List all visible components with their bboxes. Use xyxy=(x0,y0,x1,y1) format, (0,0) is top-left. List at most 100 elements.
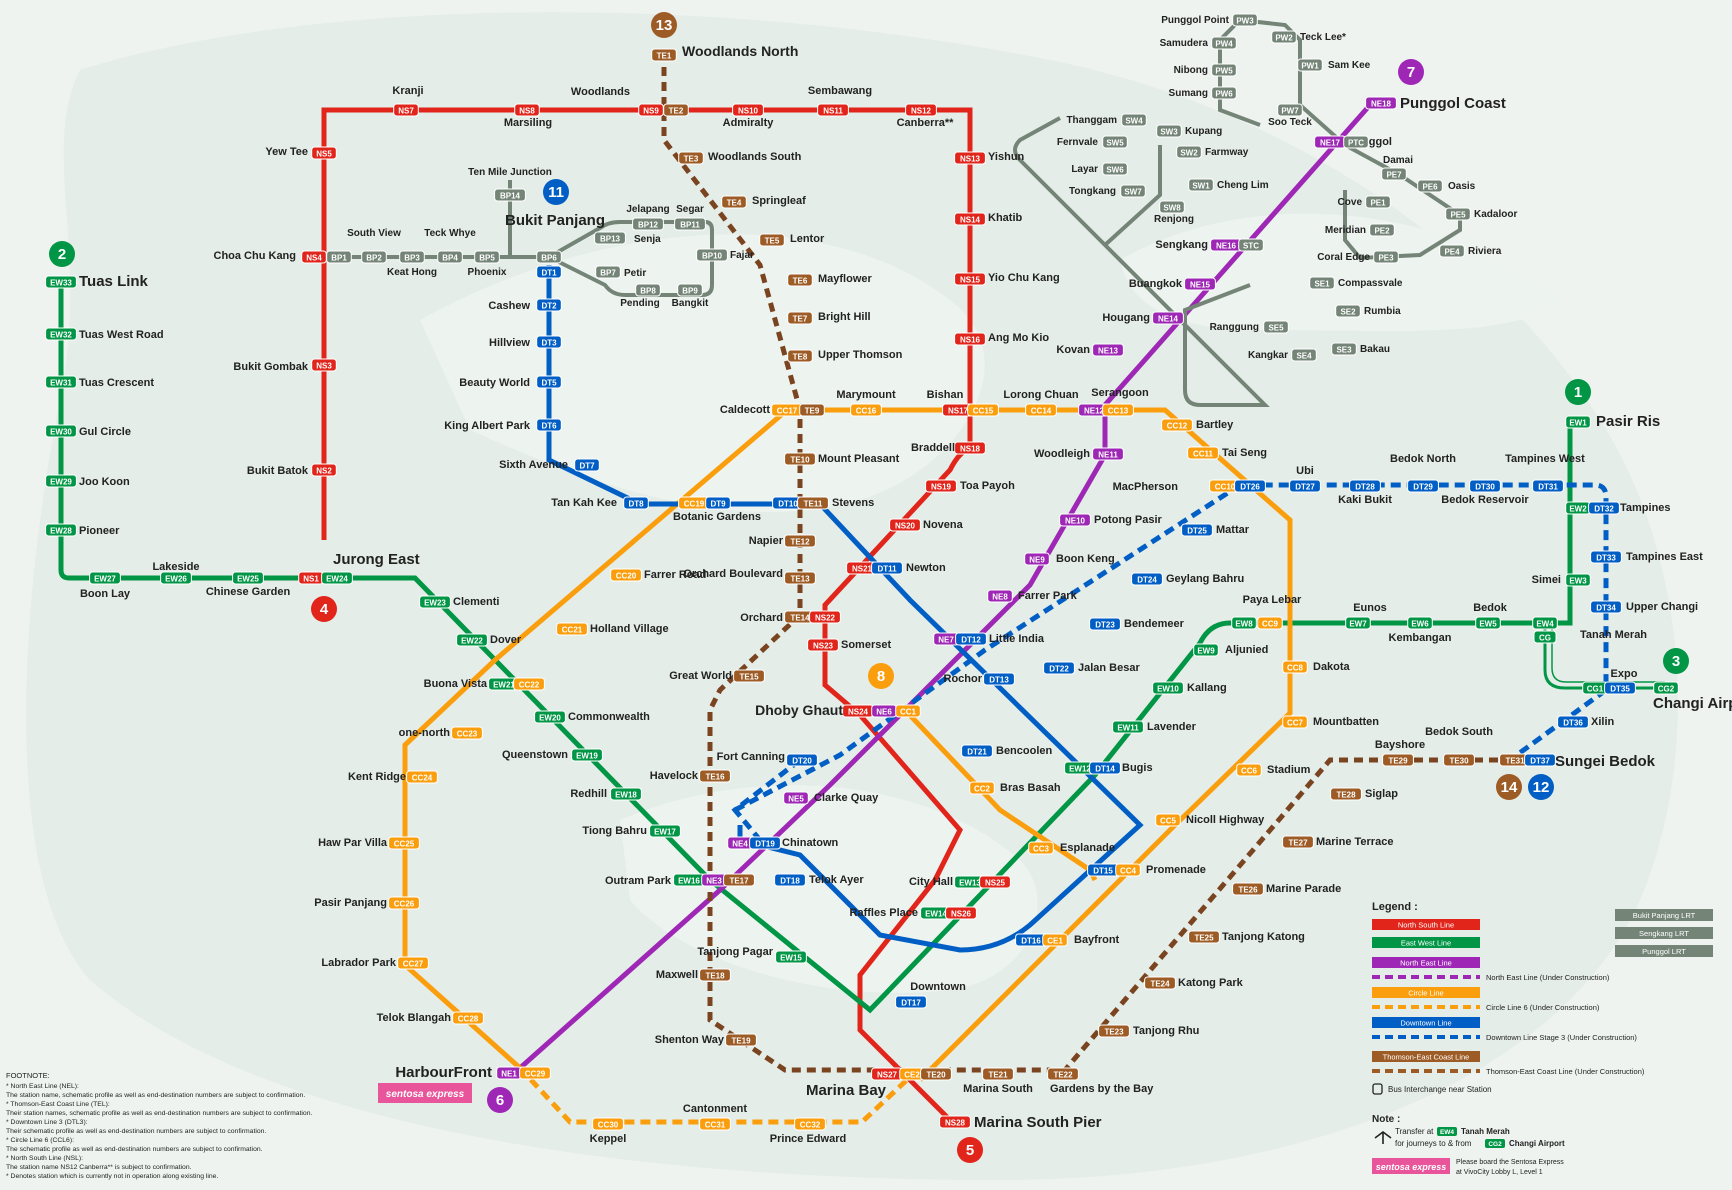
station-code: SE2 xyxy=(1340,308,1356,317)
station-name: Dhoby Ghaut xyxy=(755,702,843,718)
station-name: Sumang xyxy=(1169,88,1208,99)
station-code-pill xyxy=(809,610,841,624)
station-code: NE18 xyxy=(1371,100,1392,109)
station-code-pill xyxy=(1184,277,1216,291)
station-code: NS22 xyxy=(815,614,836,623)
station-code: NS25 xyxy=(985,879,1006,888)
station-code: NS26 xyxy=(951,910,972,919)
station-name: City Hall xyxy=(909,876,953,888)
station-code: DT26 xyxy=(1240,483,1260,492)
station-code: TE31 xyxy=(1505,757,1525,766)
legend-construction-label: Downtown Line Stage 3 (Under Constructio… xyxy=(1486,1033,1637,1042)
station-code-pill xyxy=(699,769,731,783)
station-code: DT13 xyxy=(989,676,1009,685)
station-code-pill xyxy=(397,956,429,970)
station-code: TE9 xyxy=(805,407,820,416)
station-code: TE24 xyxy=(1150,980,1170,989)
station-code: TE15 xyxy=(739,673,759,682)
station-name: Compassvale xyxy=(1338,278,1403,289)
station-code-pill xyxy=(1445,207,1471,221)
station-s73b: CC22 xyxy=(513,677,545,691)
station-code: DT9 xyxy=(710,500,726,509)
station-code: EW9 xyxy=(1197,647,1215,656)
station-name: Caldecott xyxy=(720,404,770,416)
station-name: Kranji xyxy=(392,85,423,97)
station-code-pill xyxy=(610,787,642,801)
station-code: EW6 xyxy=(1411,620,1429,629)
station-code-pill xyxy=(536,375,562,389)
legend-construction-label: Circle Line 6 (Under Construction) xyxy=(1486,1003,1600,1012)
station-code: NE7 xyxy=(938,636,954,645)
legend-item-label: Thomson-East Coast Line xyxy=(1383,1053,1470,1062)
legend-lrt-label: Bukit Panjang LRT xyxy=(1633,911,1696,920)
station-name: South View xyxy=(347,228,401,239)
station-code: TE8 xyxy=(793,353,808,362)
station-name: Braddell xyxy=(911,442,955,454)
station-code: TE28 xyxy=(1336,791,1356,800)
station-code: NS9 xyxy=(643,107,659,116)
station-code: DT35 xyxy=(1610,685,1630,694)
station-code: CC28 xyxy=(458,1015,479,1024)
station-s65b: DT11 xyxy=(871,561,903,575)
station-name: Tai Seng xyxy=(1222,447,1267,459)
station-code-pill xyxy=(534,710,566,724)
station-code: PE6 xyxy=(1422,183,1438,192)
line-badge-number: 13 xyxy=(656,17,673,34)
station-code: NS16 xyxy=(960,336,981,345)
station-code: NE11 xyxy=(1098,451,1118,460)
station-name: Senja xyxy=(634,234,661,245)
station-code-pill xyxy=(1439,244,1465,258)
station-name: Aljunied xyxy=(1225,644,1268,656)
station-name: Keat Hong xyxy=(387,267,437,278)
station-code-pill xyxy=(983,672,1015,686)
station-name: Mayflower xyxy=(818,273,873,285)
station-code: NS28 xyxy=(945,1119,966,1128)
station-name: Xilin xyxy=(1591,716,1615,728)
station-code: PE5 xyxy=(1450,211,1466,220)
station-name: Lentor xyxy=(790,233,825,245)
station-code: EW20 xyxy=(539,714,561,723)
station-code-pill xyxy=(1115,863,1141,877)
station-code-pill xyxy=(1028,841,1054,855)
station-code-pill xyxy=(1475,616,1501,630)
station-name: Bishan xyxy=(927,389,964,401)
sentosa-note: Please board the Sentosa Express xyxy=(1456,1159,1564,1166)
station-code: TE17 xyxy=(729,877,749,886)
station-code-pill xyxy=(232,571,264,585)
thomson-east-coast-line xyxy=(661,52,1535,1073)
station-code-pill xyxy=(514,103,540,117)
station-code: TE14 xyxy=(790,614,810,623)
station-name: Thanggam xyxy=(1066,115,1117,126)
station-code-pill xyxy=(388,896,420,910)
station-code: NE13 xyxy=(1098,347,1119,356)
station-name: Lakeside xyxy=(152,561,199,573)
station-code-pill xyxy=(775,950,807,964)
line-badge-ns: 4 xyxy=(311,596,337,622)
station-name: Ten Mile Junction xyxy=(468,167,552,178)
station-name: Eunos xyxy=(1353,602,1387,614)
